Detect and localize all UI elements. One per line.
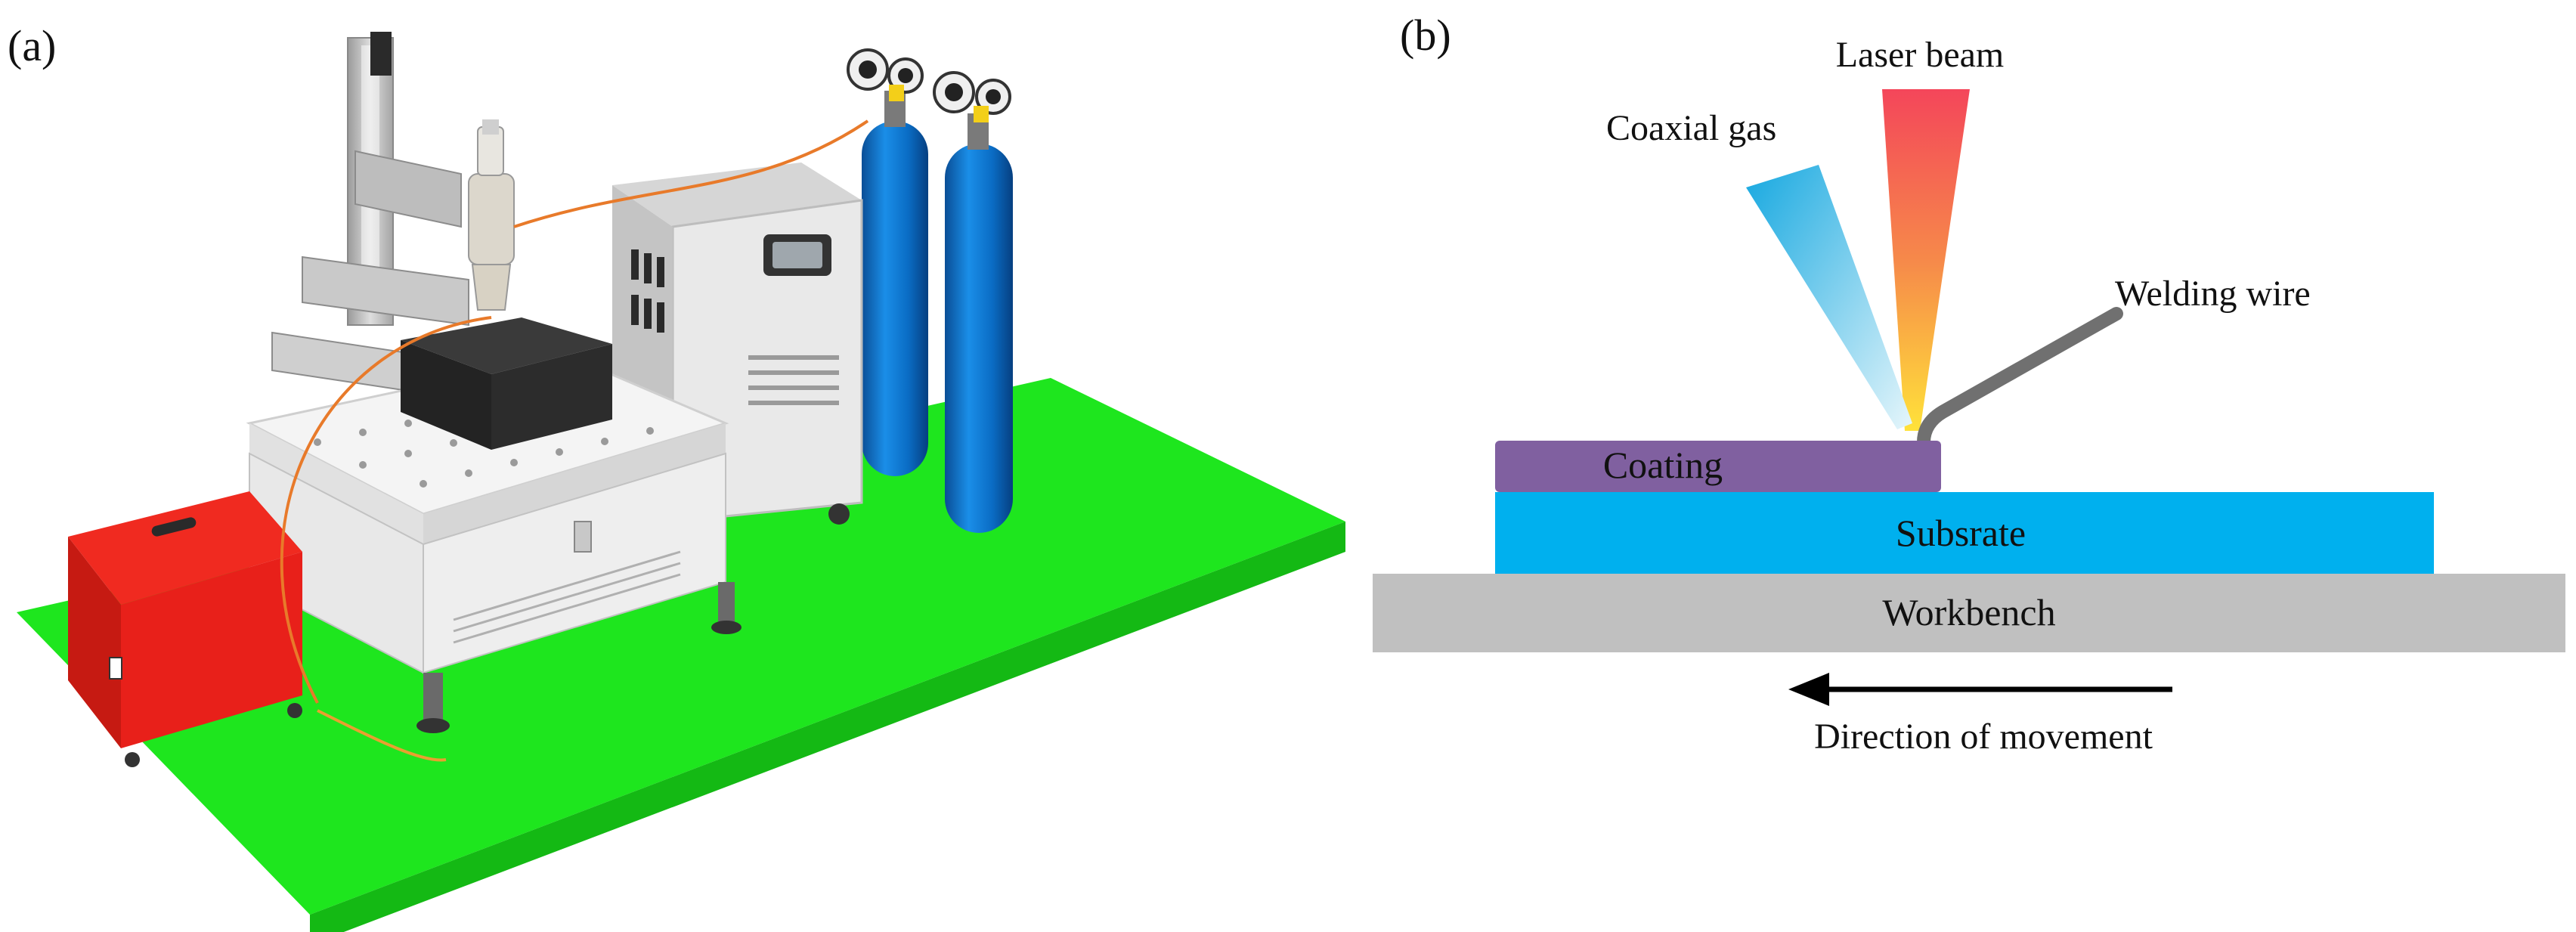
panel-a: (a) — [8, 21, 1345, 932]
substrate-label: Subsrate — [1896, 512, 2026, 554]
welding-wire-label: Welding wire — [2115, 274, 2311, 314]
substrate-layer — [1495, 492, 2434, 574]
coating-label: Coating — [1603, 444, 1723, 486]
laser-beam-label: Laser beam — [1836, 35, 2005, 75]
direction-label: Direction of movement — [1814, 717, 2153, 757]
welding-wire — [1917, 307, 2123, 472]
gas-cylinder — [847, 48, 928, 476]
gas-hose — [513, 119, 869, 228]
panel-b-label: (b) — [1400, 11, 1451, 60]
panel-b: (b) Laser beam Coaxial gas Welding wire … — [1373, 11, 2565, 757]
gantry-frame — [271, 32, 515, 395]
laser-source — [68, 491, 302, 767]
fiber-cable — [317, 709, 447, 762]
coaxial-gas-label: Coaxial gas — [1606, 108, 1776, 148]
gas-cylinder — [933, 71, 1013, 533]
workbench-layer — [1373, 574, 2565, 652]
gas-cylinders — [847, 48, 1013, 533]
direction-arrow — [1788, 673, 2172, 706]
fiber-cable — [280, 316, 492, 704]
floor-edge — [310, 522, 1345, 932]
coating-layer — [1495, 441, 1941, 492]
laser-welding-machine — [246, 317, 742, 733]
coaxial-gas — [1746, 165, 1912, 429]
workbench-label: Workbench — [1882, 591, 2055, 633]
panel-a-label: (a) — [8, 21, 56, 70]
green-floor — [17, 378, 1345, 915]
laser-beam — [1882, 89, 1970, 431]
